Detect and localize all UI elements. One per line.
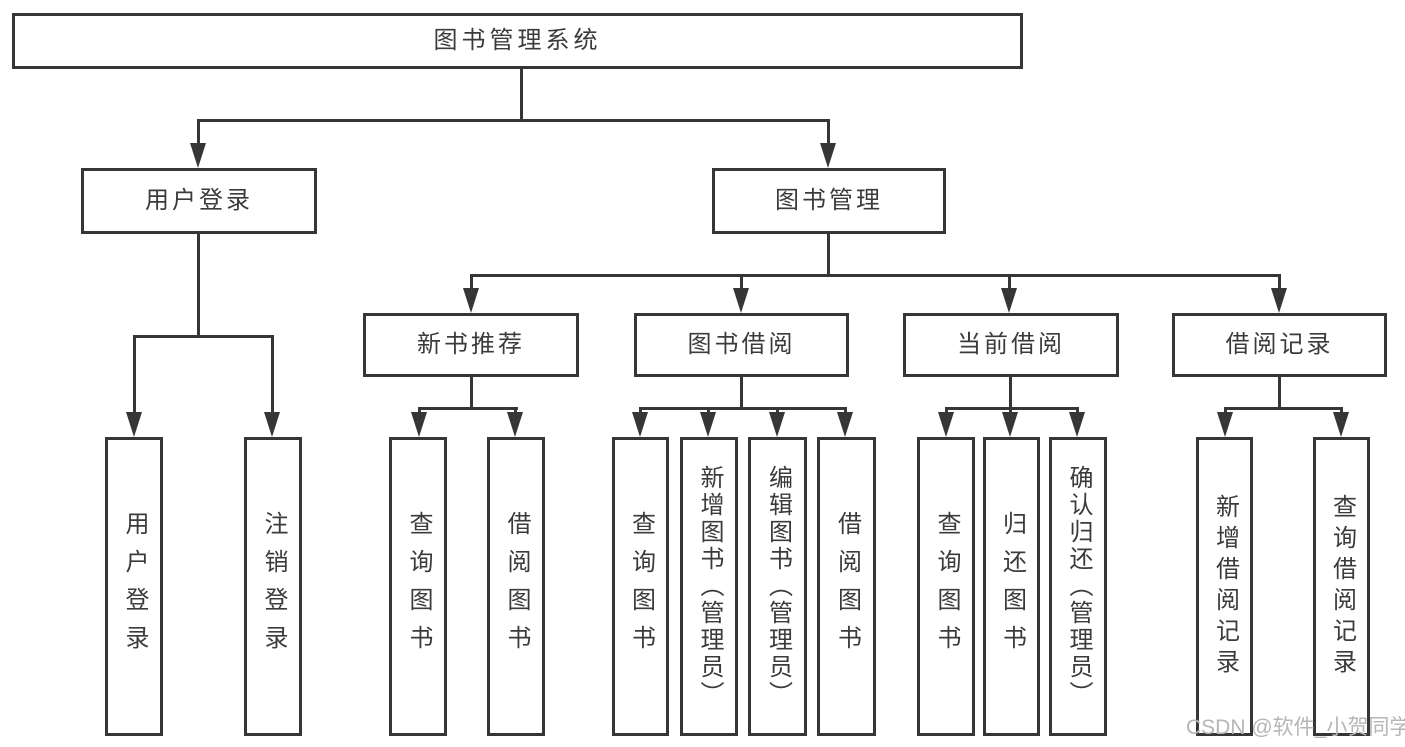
node-root: 图书管理系统	[12, 13, 1023, 69]
arrowhead-icon	[411, 412, 427, 437]
arrowhead-icon	[463, 288, 479, 313]
node-book-management: 图书管理	[712, 168, 946, 234]
node-root-label: 图书管理系统	[433, 27, 602, 54]
connector-line	[740, 274, 743, 291]
connector-line	[1008, 274, 1011, 291]
connector-line	[827, 234, 830, 277]
node-user-login: 用户登录	[81, 168, 317, 234]
arrowhead-icon	[1333, 412, 1349, 437]
arrowhead-icon	[264, 412, 280, 437]
leaf-label: 查询图书	[627, 510, 655, 663]
connector-line	[470, 274, 473, 291]
leaf-label: 用户登录	[121, 510, 148, 663]
leaf-label: 查询图书	[933, 510, 960, 663]
connector-line	[197, 234, 200, 338]
leaf-borrow-books: 借阅图书	[817, 437, 876, 736]
arrowhead-icon	[190, 143, 206, 168]
leaf-query-books: 查询图书	[917, 437, 975, 736]
node-book-borrowing: 图书借阅	[634, 313, 849, 377]
leaf-logout: 注销登录	[244, 437, 302, 736]
connector-line	[740, 375, 743, 409]
connector-line	[1009, 375, 1012, 409]
connector-line	[827, 119, 830, 147]
leaf-label: 新增图书（管理员）	[696, 465, 723, 708]
arrowhead-icon	[507, 412, 523, 437]
leaf-label: 查询借阅记录	[1328, 493, 1356, 680]
leaf-label: 编辑图书（管理员）	[764, 465, 792, 708]
node-label: 借阅记录	[1225, 331, 1334, 358]
connector-line	[470, 375, 473, 409]
leaf-label: 借阅图书	[503, 510, 530, 663]
leaf-confirm-return-admin: 确认归还（管理员）	[1049, 437, 1107, 736]
connector-line	[1278, 274, 1281, 291]
leaf-label: 归还图书	[998, 510, 1026, 663]
arrowhead-icon	[1001, 288, 1017, 313]
arrowhead-icon	[1271, 288, 1287, 313]
arrowhead-icon	[126, 412, 142, 437]
node-label: 新书推荐	[417, 331, 525, 358]
leaf-label: 确认归还（管理员）	[1065, 465, 1092, 708]
arrowhead-icon	[700, 412, 716, 437]
leaf-edit-books-admin: 编辑图书（管理员）	[748, 437, 807, 736]
leaf-label: 注销登录	[260, 510, 287, 663]
connector-line	[639, 407, 847, 410]
connector-line	[197, 119, 830, 122]
connector-line	[418, 407, 518, 410]
connector-line	[470, 274, 1281, 277]
connector-line	[133, 335, 274, 338]
node-label: 图书借阅	[687, 331, 796, 358]
connector-line	[945, 407, 1079, 410]
node-label: 当前借阅	[957, 331, 1065, 358]
leaf-query-borrow-record: 查询借阅记录	[1313, 437, 1370, 736]
arrowhead-icon	[769, 412, 785, 437]
connector-line	[1278, 375, 1281, 409]
connector-line	[271, 335, 274, 415]
arrowhead-icon	[938, 412, 954, 437]
node-label: 用户登录	[145, 187, 253, 214]
connector-line	[1224, 407, 1343, 410]
csdn-watermark: CSDN @软件_小贺同学	[1186, 716, 1405, 739]
arrowhead-icon	[837, 412, 853, 437]
leaf-label: 查询图书	[405, 510, 432, 663]
leaf-add-books-admin: 新增图书（管理员）	[680, 437, 738, 736]
connector-line	[520, 69, 523, 121]
leaf-add-borrow-record: 新增借阅记录	[1196, 437, 1253, 736]
node-label: 图书管理	[775, 187, 883, 214]
arrowhead-icon	[733, 288, 749, 313]
node-borrowing-records: 借阅记录	[1172, 313, 1387, 377]
node-current-borrowing: 当前借阅	[903, 313, 1119, 377]
arrowhead-icon	[820, 143, 836, 168]
arrowhead-icon	[1002, 412, 1018, 437]
leaf-label: 借阅图书	[833, 510, 861, 663]
leaf-return-books: 归还图书	[983, 437, 1040, 736]
arrowhead-icon	[1069, 412, 1085, 437]
connector-line	[197, 119, 200, 147]
leaf-user-login: 用户登录	[105, 437, 163, 736]
leaf-borrow-books: 借阅图书	[487, 437, 545, 736]
connector-line	[133, 335, 136, 415]
arrowhead-icon	[1217, 412, 1233, 437]
node-new-book-recommend: 新书推荐	[363, 313, 579, 377]
leaf-query-books: 查询图书	[612, 437, 669, 736]
arrowhead-icon	[632, 412, 648, 437]
leaf-label: 新增借阅记录	[1211, 493, 1239, 680]
leaf-query-books: 查询图书	[389, 437, 447, 736]
